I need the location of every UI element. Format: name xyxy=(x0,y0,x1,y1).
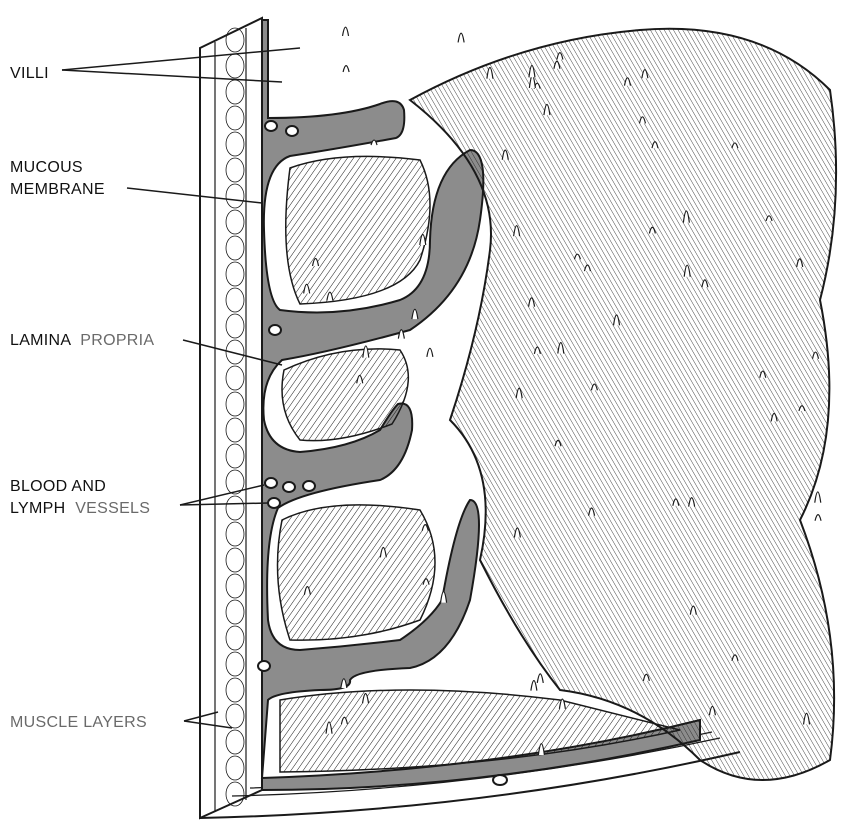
vessel-circle xyxy=(269,325,281,335)
label-vessels: VESSELS xyxy=(75,500,150,517)
villus xyxy=(343,27,349,36)
villus xyxy=(815,515,821,521)
villus xyxy=(815,492,821,503)
label-lamina: LAMINA xyxy=(10,332,71,349)
label-lymph: LYMPH xyxy=(10,500,65,517)
label-lamina-propria: LAMINA PROPRIA xyxy=(10,332,154,349)
villus xyxy=(458,33,464,42)
villus xyxy=(537,674,543,683)
villus xyxy=(531,681,537,691)
vessel-circle xyxy=(265,478,277,488)
vessel-circle xyxy=(268,498,280,508)
villus xyxy=(363,346,369,358)
vessel-circle xyxy=(493,775,507,785)
vessel-circle xyxy=(265,121,277,131)
vessel-circle xyxy=(283,482,295,492)
vessel-circle xyxy=(286,126,298,136)
label-membrane: MEMBRANE xyxy=(10,181,105,198)
label-villi: VILLI xyxy=(10,65,49,82)
villus xyxy=(343,66,349,72)
label-muscle-layers: MUSCLE LAYERS xyxy=(10,714,147,731)
label-propria: PROPRIA xyxy=(80,332,154,349)
label-lymph-vessels: LYMPH VESSELS xyxy=(10,500,150,517)
labels: VILLI MUCOUS MEMBRANE LAMINA PROPRIA BLO… xyxy=(10,65,154,731)
vessel-circle xyxy=(258,661,270,671)
vessel-circle xyxy=(303,481,315,491)
label-blood-and: BLOOD AND xyxy=(10,478,106,495)
label-mucous: MUCOUS xyxy=(10,159,83,176)
villus xyxy=(427,348,433,357)
